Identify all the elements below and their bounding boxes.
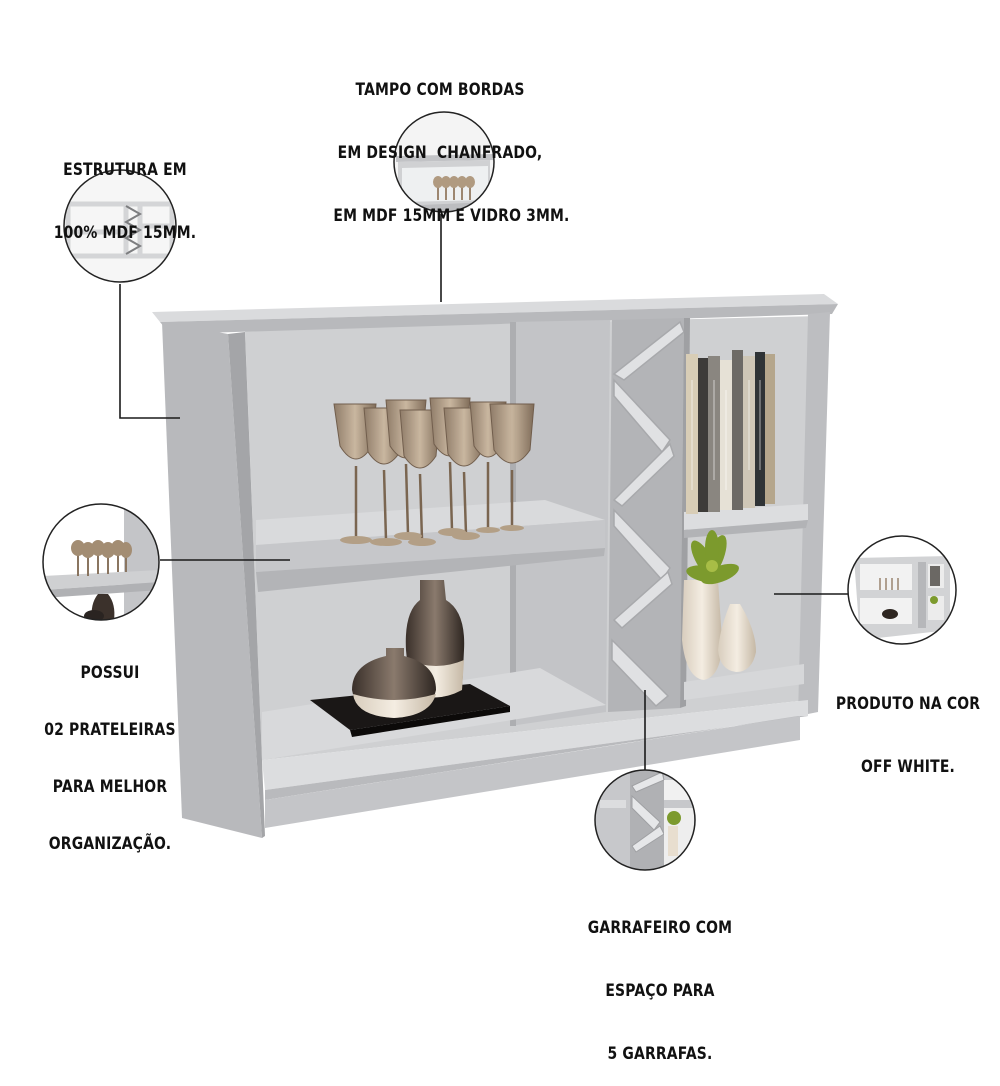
caption-estrutura: ESTRUTURA EM 100% MDF 15MM.	[47, 118, 203, 265]
caption-line: GARRAFEIRO COM	[587, 918, 733, 938]
left-panel	[162, 322, 262, 838]
caption-line: OFF WHITE.	[861, 757, 955, 777]
detail-circle-prateleiras	[42, 503, 160, 621]
caption-line: POSSUI	[80, 663, 140, 683]
caption-line: EM DESIGN CHANFRADO,	[337, 143, 543, 163]
caption-line: TAMPO COM BORDAS	[355, 80, 525, 100]
detail-circle-cor	[847, 535, 957, 645]
caption-prateleiras: POSSUI 02 PRATELEIRAS PARA MELHOR ORGANI…	[28, 626, 192, 873]
caption-line: 02 PRATELEIRAS	[44, 720, 176, 740]
caption-line: ORGANIZAÇÃO.	[48, 834, 172, 854]
furniture-illustration	[42, 111, 957, 871]
detail-circle-estrutura	[63, 169, 177, 283]
book-icon	[686, 350, 775, 514]
caption-cor: PRODUTO NA COR OFF WHITE.	[834, 652, 982, 799]
plant-icon	[682, 530, 756, 680]
caption-line: PRODUTO NA COR	[835, 694, 981, 714]
wine-glass-icon	[333, 397, 535, 546]
detail-circle-garrafeiro	[594, 769, 696, 871]
caption-line: ESTRUTURA EM	[63, 160, 187, 180]
right-panel	[798, 312, 830, 716]
caption-line: 100% MDF 15MM.	[53, 223, 197, 243]
caption-line: 5 GARRAFAS.	[607, 1044, 713, 1064]
middle-shelf	[256, 500, 605, 545]
caption-line: EM MDF 15MM E VIDRO 3MM.	[333, 206, 570, 226]
caption-line: PARA MELHOR	[52, 777, 168, 797]
caption-garrafeiro: GARRAFEIRO COM ESPAÇO PARA 5 GARRAFAS.	[578, 876, 742, 1086]
tampo-top	[152, 294, 838, 322]
caption-line: ESPAÇO PARA	[605, 981, 715, 1001]
vase-icon	[310, 580, 510, 737]
caption-tampo: TAMPO COM BORDAS EM DESIGN CHANFRADO, EM…	[333, 38, 570, 248]
product-infographic: TAMPO COM BORDAS EM DESIGN CHANFRADO, EM…	[28, 38, 982, 1064]
callout-lines	[119, 214, 848, 770]
